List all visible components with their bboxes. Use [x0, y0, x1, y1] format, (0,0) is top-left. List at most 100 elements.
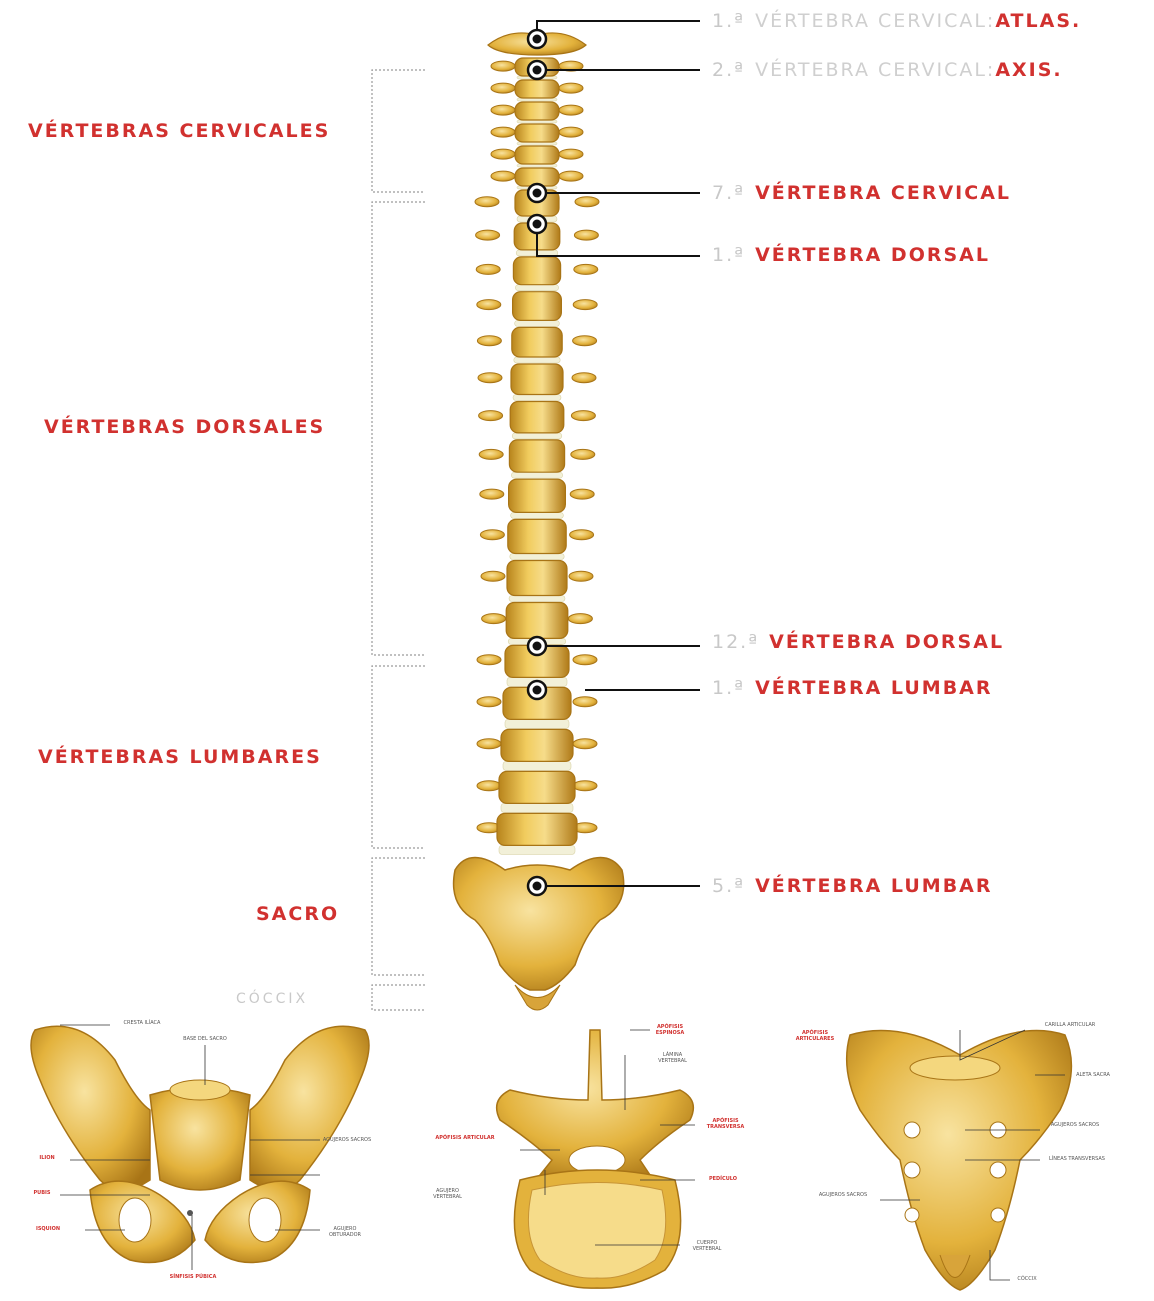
region-label-coccix: CÓCCIX [236, 991, 308, 1007]
callout-atlas: 1.ª VÉRTEBRA CERVICAL:ATLAS. [712, 10, 1081, 32]
vertebra-body [515, 80, 559, 98]
intervertebral-disc [503, 761, 571, 770]
vertebra-label-agujero: AGUJERO VERTEBRAL [425, 1188, 470, 1200]
sacrum-label-coccix: CÓCCIX [1012, 1276, 1042, 1282]
region-label-dorsales: VÉRTEBRAS DORSALES [44, 416, 325, 438]
pelvis-label-ilion: ILION [22, 1155, 72, 1161]
transverse-process [568, 614, 592, 624]
vertebra-body [509, 479, 566, 512]
callout-name: VÉRTEBRA LUMBAR [755, 677, 992, 699]
callout-number: 2.ª [712, 59, 745, 81]
transverse-process [573, 655, 597, 665]
pelvis-label-agujeros: AGUJEROS SACROS [322, 1137, 372, 1143]
callout-name: ATLAS. [995, 10, 1081, 32]
transverse-process [482, 614, 506, 624]
region-label-sacro: SACRO [256, 903, 339, 925]
transverse-process [478, 373, 502, 383]
vertebra-body [515, 102, 559, 120]
callout-5th-lumbar: 5.ª VÉRTEBRA LUMBAR [712, 875, 993, 897]
sacrum-label-agujeros: AGUJEROS SACROS [1040, 1122, 1110, 1128]
transverse-process [575, 197, 599, 207]
region-label-lumbares: VÉRTEBRAS LUMBARES [38, 746, 322, 768]
vertebra-label-espinosa: APÓFISIS ESPINOSA [650, 1024, 690, 1036]
vertebra-body [510, 402, 564, 433]
region-label-cervicales: VÉRTEBRAS CERVICALES [28, 120, 330, 142]
pelvis-label-obturador: AGUJERO OBTURADOR [320, 1226, 370, 1238]
transverse-process [570, 489, 594, 499]
pelvis-label-cresta: CRESTA ILÍACA [112, 1020, 172, 1026]
vertebra-body [509, 440, 564, 472]
callout-number: 12.ª [712, 631, 759, 653]
pelvis-label-sinfisis: SÍNFISIS PÚBICA [168, 1274, 218, 1280]
transverse-process [481, 571, 505, 581]
vertebra-label-pediculo: PEDÍCULO [698, 1176, 748, 1182]
callout-number: 1.ª [712, 677, 745, 699]
vertebra-body [499, 771, 575, 803]
transverse-process [477, 336, 501, 346]
transverse-process [573, 300, 597, 310]
transverse-process [479, 449, 503, 459]
transverse-process [491, 61, 515, 71]
transverse-process [573, 739, 597, 749]
vertebra-label-lamina: LÁMINA VERTEBRAL [650, 1052, 695, 1064]
callout-name: VÉRTEBRA DORSAL [769, 631, 1004, 653]
transverse-process [570, 530, 594, 540]
intervertebral-disc [509, 596, 565, 602]
vertebra-body [515, 124, 559, 142]
vertebra-body [501, 729, 573, 761]
callout-prefix: VÉRTEBRA CERVICAL: [755, 59, 995, 81]
pelvis-label-base-sacro: BASE DEL SACRO [170, 1036, 240, 1042]
sacrum-label-carilla: CARILLA ARTICULAR [1030, 1022, 1110, 1028]
pelvis-label-isquion: ISQUION [18, 1226, 78, 1232]
intervertebral-disc [512, 433, 562, 439]
vertebra-body [508, 519, 566, 553]
intervertebral-disc [511, 472, 562, 478]
callout-number: 1.ª [712, 244, 745, 266]
callout-number: 7.ª [712, 182, 745, 204]
transverse-process [572, 373, 596, 383]
transverse-process [571, 411, 595, 421]
sacrum-label-articulares: APÓFISIS ARTICULARES [790, 1030, 840, 1042]
callout-1st-lumbar: 1.ª VÉRTEBRA LUMBAR [712, 677, 993, 699]
vertebra-body [506, 603, 568, 639]
intervertebral-disc [511, 512, 564, 518]
callout-7th-cervical: 7.ªVÉRTEBRA CERVICAL [712, 182, 1011, 204]
transverse-process [559, 105, 583, 115]
transverse-process [559, 149, 583, 159]
callout-axis: 2.ªVÉRTEBRA CERVICAL:AXIS. [712, 59, 1063, 81]
transverse-process [479, 411, 503, 421]
callout-name: VÉRTEBRA LUMBAR [755, 875, 992, 897]
transverse-process [559, 171, 583, 181]
pelvis-label-pubis: PUBIS [22, 1190, 62, 1196]
vertebra-body [515, 146, 559, 164]
transverse-process [573, 781, 597, 791]
transverse-process [573, 697, 597, 707]
transverse-process [477, 739, 501, 749]
transverse-process [476, 230, 500, 240]
callout-number: 1.ª [712, 10, 745, 32]
sacrum-label-agujeros-2: AGUJEROS SACROS [808, 1192, 878, 1198]
transverse-process [480, 489, 504, 499]
transverse-process [480, 530, 504, 540]
transverse-process [491, 127, 515, 137]
transverse-process [476, 264, 500, 274]
sacrum-label-lineas: LÍNEAS TRANSVERSAS [1042, 1156, 1112, 1162]
vertebra-body [511, 364, 563, 395]
transverse-process [574, 264, 598, 274]
pelvis-illustration [31, 1026, 369, 1262]
vertebra-label-articular: APÓFISIS ARTICULAR [410, 1135, 520, 1141]
callout-number: 5.ª [712, 875, 745, 897]
intervertebral-disc [499, 845, 575, 854]
callout-prefix: VÉRTEBRA CERVICAL: [755, 10, 995, 32]
sacrum-label-alas: ALETA SACRA [1068, 1072, 1118, 1078]
vertebra-body [507, 561, 567, 596]
callout-12th-dorsal: 12.ª VÉRTEBRA DORSAL [712, 631, 1004, 653]
transverse-process [477, 655, 501, 665]
transverse-process [477, 300, 501, 310]
vertebra-body [497, 813, 577, 845]
transverse-process [491, 149, 515, 159]
transverse-process [559, 127, 583, 137]
transverse-process [475, 197, 499, 207]
intervertebral-disc [505, 719, 569, 728]
vertebra-illustration [497, 1030, 694, 1288]
